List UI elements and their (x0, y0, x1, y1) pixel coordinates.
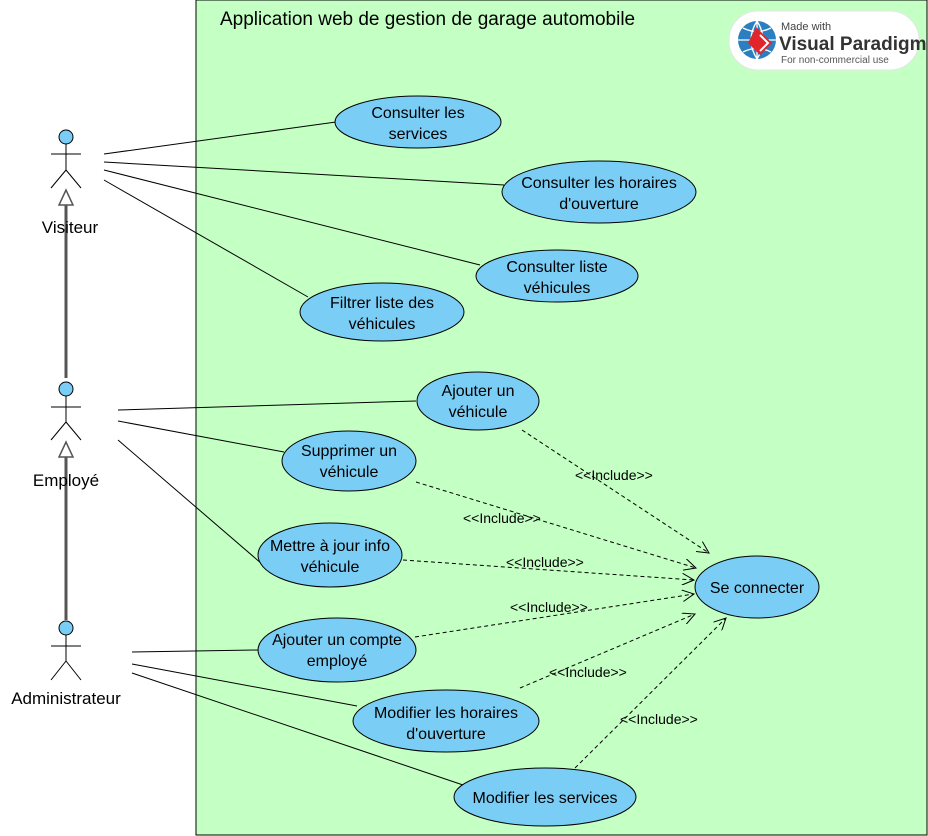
include-modifier-horaires (519, 614, 695, 689)
system-title: Application web de gestion de garage aut… (220, 9, 635, 30)
badge-made-with: Made with (781, 21, 831, 33)
svg-text:Filtrer liste des: Filtrer liste des (330, 295, 434, 312)
assoc-admin-modifier-horaires (131, 663, 358, 707)
globe-icon (738, 20, 776, 60)
svg-text:Modifier les services: Modifier les services (473, 790, 618, 807)
svg-text:Consulter les horaires: Consulter les horaires (521, 175, 677, 192)
assoc-visiteur-consulter-liste (103, 169, 481, 266)
usecase-filtrer-liste[interactable]: Filtrer liste des véhicules (299, 282, 465, 342)
badge-non-commercial: For non-commercial use (781, 55, 889, 66)
svg-text:véhicule: véhicule (449, 404, 508, 421)
include-label: <<Include>> (510, 599, 588, 615)
visual-paradigm-badge: Made with Visual Paradigm For non-commer… (728, 10, 927, 71)
svg-text:Supprimer un: Supprimer un (301, 443, 397, 460)
include-ajouter-vehicule (521, 429, 709, 553)
assoc-visiteur-consulter-horaires (103, 161, 505, 186)
usecase-ajouter-vehicule[interactable]: Ajouter un véhicule (416, 371, 540, 431)
system-boundary (195, 0, 928, 836)
include-modifier-services (574, 618, 726, 769)
actor-visiteur[interactable]: Visiteur (42, 129, 99, 237)
actor-label: Employé (33, 471, 99, 490)
usecase-se-connecter[interactable]: Se connecter (694, 555, 820, 619)
svg-text:Consulter les: Consulter les (371, 105, 464, 122)
svg-text:d'ouverture: d'ouverture (406, 726, 486, 743)
assoc-employe-supprimer-vehicule (117, 420, 285, 453)
actor-label: Visiteur (42, 218, 99, 237)
include-ajouter-compte (414, 594, 694, 638)
include-label: <<Include>> (620, 711, 698, 727)
stick-figure-icon (50, 381, 82, 441)
stick-figure-icon (50, 620, 82, 681)
include-label: <<Include>> (506, 554, 584, 570)
include-label: <<Include>> (463, 510, 541, 526)
usecase-modifier-services[interactable]: Modifier les services (453, 767, 637, 827)
svg-text:véhicules: véhicules (524, 280, 591, 297)
svg-text:Se connecter: Se connecter (710, 580, 805, 597)
include-label: <<Include>> (575, 467, 653, 483)
assoc-admin-modifier-services (131, 672, 467, 787)
svg-text:véhicule: véhicule (301, 559, 360, 576)
svg-text:services: services (389, 126, 448, 143)
actor-label: Administrateur (11, 689, 121, 708)
usecase-consulter-liste[interactable]: Consulter liste véhicules (475, 249, 639, 303)
svg-text:Consulter liste: Consulter liste (506, 259, 607, 276)
svg-text:Mettre à jour info: Mettre à jour info (270, 538, 390, 555)
assoc-visiteur-consulter-services (103, 121, 337, 155)
generalization-employe-visiteur (57, 188, 75, 378)
actor-employe[interactable]: Employé (33, 381, 99, 490)
svg-text:véhicule: véhicule (320, 464, 379, 481)
svg-text:employé: employé (307, 653, 368, 670)
assoc-employe-maj-vehicule (117, 439, 263, 565)
svg-text:Modifier les horaires: Modifier les horaires (374, 705, 518, 722)
usecase-ajouter-compte[interactable]: Ajouter un compte employé (257, 617, 417, 683)
usecase-consulter-services[interactable]: Consulter les services (334, 95, 502, 149)
assoc-admin-ajouter-compte (131, 649, 259, 653)
usecase-consulter-horaires[interactable]: Consulter les horaires d'ouverture (501, 160, 697, 224)
svg-text:d'ouverture: d'ouverture (559, 196, 639, 213)
include-label: <<Include>> (549, 664, 627, 680)
actor-administrateur[interactable]: Administrateur (11, 620, 121, 708)
assoc-visiteur-filtrer-liste (103, 179, 309, 298)
assoc-employe-ajouter-vehicule (117, 400, 417, 411)
badge-brand: Visual Paradigm (779, 34, 927, 55)
svg-text:véhicules: véhicules (349, 316, 416, 333)
svg-text:Ajouter un compte: Ajouter un compte (272, 632, 402, 649)
usecase-modifier-horaires[interactable]: Modifier les horaires d'ouverture (352, 689, 540, 753)
usecase-supprimer-vehicule[interactable]: Supprimer un véhicule (281, 430, 417, 492)
svg-text:Ajouter un: Ajouter un (442, 383, 515, 400)
generalization-admin-employe (57, 440, 75, 620)
usecase-maj-vehicule[interactable]: Mettre à jour info véhicule (257, 522, 403, 588)
stick-figure-icon (50, 129, 82, 189)
